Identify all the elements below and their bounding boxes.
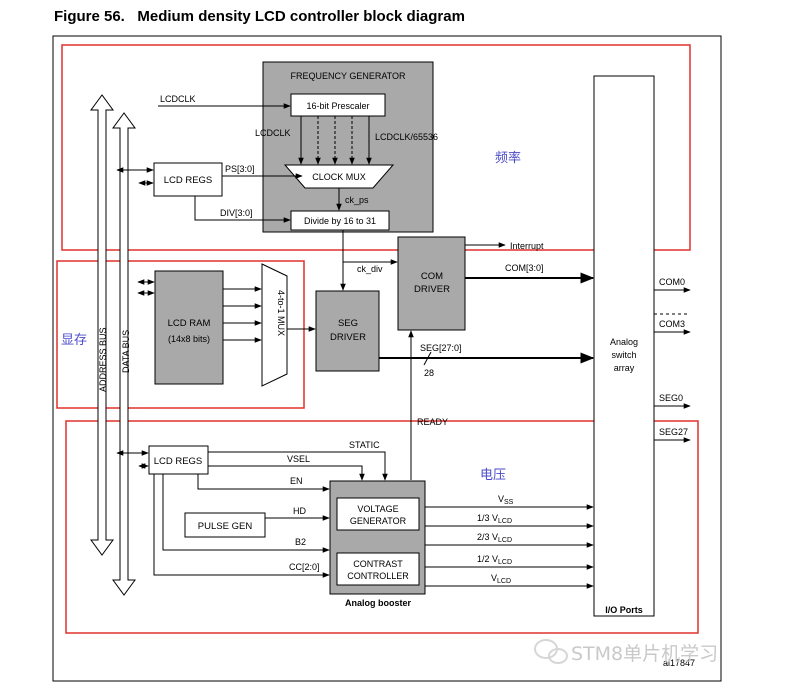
ps-signal-label: PS[3:0] — [225, 164, 255, 174]
vsel-signal-label: VSEL — [287, 454, 310, 464]
analog-booster-label: Analog booster — [345, 598, 411, 608]
ck-ps-label: ck_ps — [345, 195, 369, 205]
v12-label: 1/2 VLCD — [477, 554, 512, 566]
b2-signal-label: B2 — [295, 537, 306, 547]
voltage-generator-label-2: GENERATOR — [350, 516, 407, 526]
lcd-regs-top-label: LCD REGS — [164, 175, 213, 186]
frequency-region-label: 频率 — [495, 150, 521, 166]
data-bus — [112, 112, 136, 596]
com-driver-label-2: DRIVER — [414, 284, 450, 295]
lcd-regs-top — [153, 162, 223, 197]
com-driver — [397, 236, 466, 331]
data-bus-label: DATA BUS — [121, 330, 131, 373]
en-signal-label: EN — [290, 476, 303, 486]
voltage-region — [65, 420, 699, 634]
voltage-generator — [336, 497, 420, 531]
io-ports-label: I/O Ports — [605, 605, 643, 615]
clock-mux — [283, 164, 395, 189]
pulse-gen — [184, 512, 266, 538]
contrast-controller — [336, 552, 420, 586]
voltage-generator-label-1: VOLTAGE — [357, 504, 398, 514]
lcd-ram — [154, 270, 224, 385]
lcdclk-tap-label: LCDCLK — [255, 128, 291, 138]
analog-switch-label-1: Analog — [610, 337, 638, 347]
vss-label: VSS — [498, 494, 514, 506]
v13-label: 1/3 VLCD — [477, 513, 512, 525]
lcd-ram-size-label: (14x8 bits) — [168, 334, 210, 344]
lcdclk-65536-label: LCDCLK/65536 — [375, 132, 438, 142]
static-signal-label: STATIC — [349, 440, 380, 450]
ready-label: READY — [417, 417, 448, 427]
four-to-one-mux — [261, 263, 288, 387]
divider-block — [290, 210, 390, 231]
watermark-text: STM8单片机学习 — [571, 643, 718, 665]
seg27-label: SEG27 — [659, 427, 688, 437]
com3-label: COM3 — [659, 319, 685, 329]
figure-title: Figure 56. Medium density LCD controller… — [54, 8, 465, 25]
analog-switch-label-3: array — [614, 363, 635, 373]
analog-switch-array — [593, 75, 655, 617]
vlcd-label: VLCD — [491, 573, 511, 585]
hd-signal-label: HD — [293, 506, 306, 516]
seg-driver-label-1: SEG — [338, 318, 358, 329]
lcdclk-input-label: LCDCLK — [160, 94, 196, 104]
cc-signal-label: CC[2:0] — [289, 562, 320, 572]
analog-switch-label-2: switch — [611, 350, 636, 360]
com-driver-label-1: COM — [421, 271, 443, 282]
figure-code: ai17847 — [663, 658, 695, 668]
voltage-region-label: 电压 — [480, 468, 506, 483]
com-bus-label: COM[3:0] — [505, 263, 544, 273]
address-bus — [90, 94, 114, 556]
lcd-regs-bottom-label: LCD REGS — [154, 456, 203, 467]
seg-driver-label-2: DRIVER — [330, 332, 366, 343]
div-signal-label: DIV[3:0] — [220, 208, 253, 218]
lcd-regs-bottom — [148, 445, 209, 475]
frequency-generator — [262, 61, 434, 233]
contrast-controller-label-1: CONTRAST — [353, 559, 403, 569]
divider-label: Divide by 16 to 31 — [304, 216, 376, 226]
seg0-label: SEG0 — [659, 393, 683, 403]
prescaler-block — [290, 93, 386, 117]
frequency-region — [61, 44, 691, 251]
frequency-generator-title: FREQUENCY GENERATOR — [290, 71, 406, 81]
prescaler-label: 16-bit Prescaler — [306, 101, 369, 111]
figure-frame — [52, 35, 722, 682]
contrast-controller-label-2: CONTROLLER — [347, 571, 409, 581]
seg-bus-width-label: 28 — [424, 368, 434, 378]
v23-label: 2/3 VLCD — [477, 532, 512, 544]
pulse-gen-label: PULSE GEN — [198, 521, 253, 532]
wechat-watermark-icon — [534, 639, 568, 664]
mux-label: 4-to-1 MUX — [276, 290, 286, 336]
lcd-ram-label: LCD RAM — [168, 318, 211, 329]
clock-mux-label: CLOCK MUX — [312, 172, 366, 182]
com0-label: COM0 — [659, 277, 685, 287]
ck-div-label: ck_div — [357, 264, 383, 274]
memory-region — [56, 260, 305, 409]
memory-region-label: 显存 — [61, 333, 87, 348]
interrupt-label: Interrupt — [510, 241, 544, 251]
address-bus-label: ADDRESS BUS — [98, 327, 108, 392]
seg-driver — [315, 290, 380, 372]
seg-bus-label: SEG[27:0] — [420, 343, 462, 353]
